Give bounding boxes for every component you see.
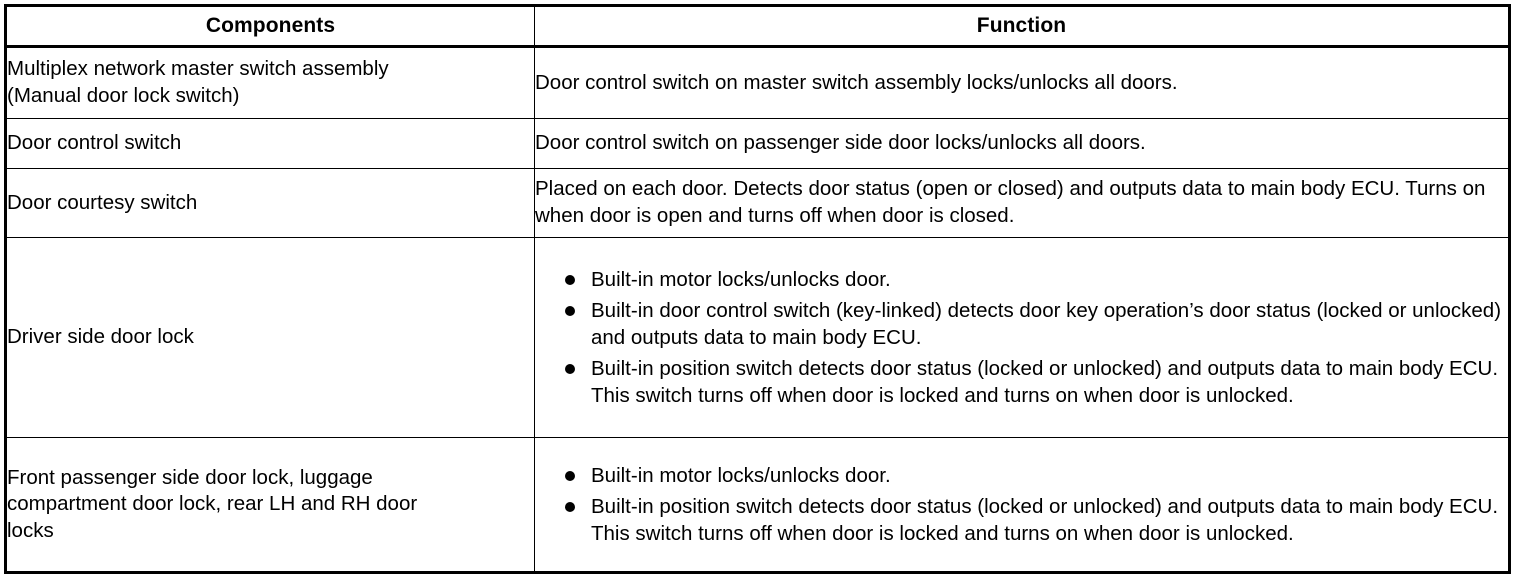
cell-function: Door control switch on master switch ass… — [534, 46, 1510, 119]
cell-function: Built-in motor locks/unlocks door. Built… — [534, 237, 1510, 438]
cell-component: Door control switch — [5, 118, 535, 169]
cell-function: Door control switch on passenger side do… — [534, 118, 1510, 169]
bullet-icon — [565, 470, 575, 481]
column-header-function: Function — [534, 5, 1510, 48]
components-function-table: Components Function Multiplex network ma… — [4, 4, 1511, 574]
bullet-icon — [565, 364, 575, 375]
cell-function: Placed on each door. Detects door status… — [534, 168, 1510, 238]
component-line: (Manual door lock switch) — [7, 84, 240, 107]
table-row: Front passenger side door lock, luggage … — [5, 437, 1510, 573]
list-item-text: Built-in motor locks/unlocks door. — [591, 267, 891, 291]
bullet-icon — [565, 274, 575, 285]
list-item: Built-in door control switch (key-linked… — [565, 297, 1508, 351]
table-row: Door control switch Door control switch … — [5, 118, 1510, 169]
table-row: Multiplex network master switch assembly… — [5, 46, 1510, 119]
list-item: Built-in position switch detects door st… — [565, 355, 1508, 409]
component-line: Multiplex network master switch assembly — [7, 57, 389, 81]
list-item-text: Built-in position switch detects door st… — [591, 357, 1499, 408]
function-bullet-list: Built-in motor locks/unlocks door. Built… — [535, 462, 1508, 547]
function-bullet-list: Built-in motor locks/unlocks door. Built… — [535, 266, 1508, 409]
list-item: Built-in motor locks/unlocks door. — [565, 266, 1508, 293]
list-item-text: Built-in position switch detects door st… — [591, 494, 1499, 546]
cell-component: Multiplex network master switch assembly… — [5, 46, 535, 119]
function-paragraph: Door control switch on passenger side do… — [535, 131, 1146, 155]
component-line: locks — [7, 518, 54, 542]
component-line: Door courtesy switch — [7, 190, 198, 214]
table-header: Components Function — [5, 5, 1510, 48]
component-line: Door control switch — [7, 131, 182, 155]
list-item: Built-in position switch detects door st… — [565, 493, 1508, 547]
component-line: compartment door lock, rear LH and RH do… — [7, 492, 418, 516]
list-item: Built-in motor locks/unlocks door. — [565, 462, 1508, 489]
bullet-icon — [565, 501, 575, 512]
table-body: Multiplex network master switch assembly… — [5, 46, 1510, 573]
component-line: Front passenger side door lock, luggage — [7, 465, 373, 489]
cell-component: Door courtesy switch — [5, 168, 535, 238]
cell-component: Driver side door lock — [5, 237, 535, 438]
table-header-row: Components Function — [5, 5, 1510, 48]
cell-function: Built-in motor locks/unlocks door. Built… — [534, 437, 1510, 573]
column-header-components: Components — [5, 5, 535, 48]
component-line: Driver side door lock — [7, 325, 194, 349]
table-row: Driver side door lock Built-in motor loc… — [5, 237, 1510, 438]
bullet-icon — [565, 305, 575, 316]
function-paragraph: Door control switch on master switch ass… — [535, 70, 1178, 94]
list-item-text: Built-in door control switch (key-linked… — [591, 298, 1502, 349]
list-item-text: Built-in motor locks/unlocks door. — [591, 463, 891, 487]
cell-component: Front passenger side door lock, luggage … — [5, 437, 535, 573]
table-row: Door courtesy switch Placed on each door… — [5, 168, 1510, 238]
function-paragraph: Placed on each door. Detects door status… — [535, 177, 1486, 227]
